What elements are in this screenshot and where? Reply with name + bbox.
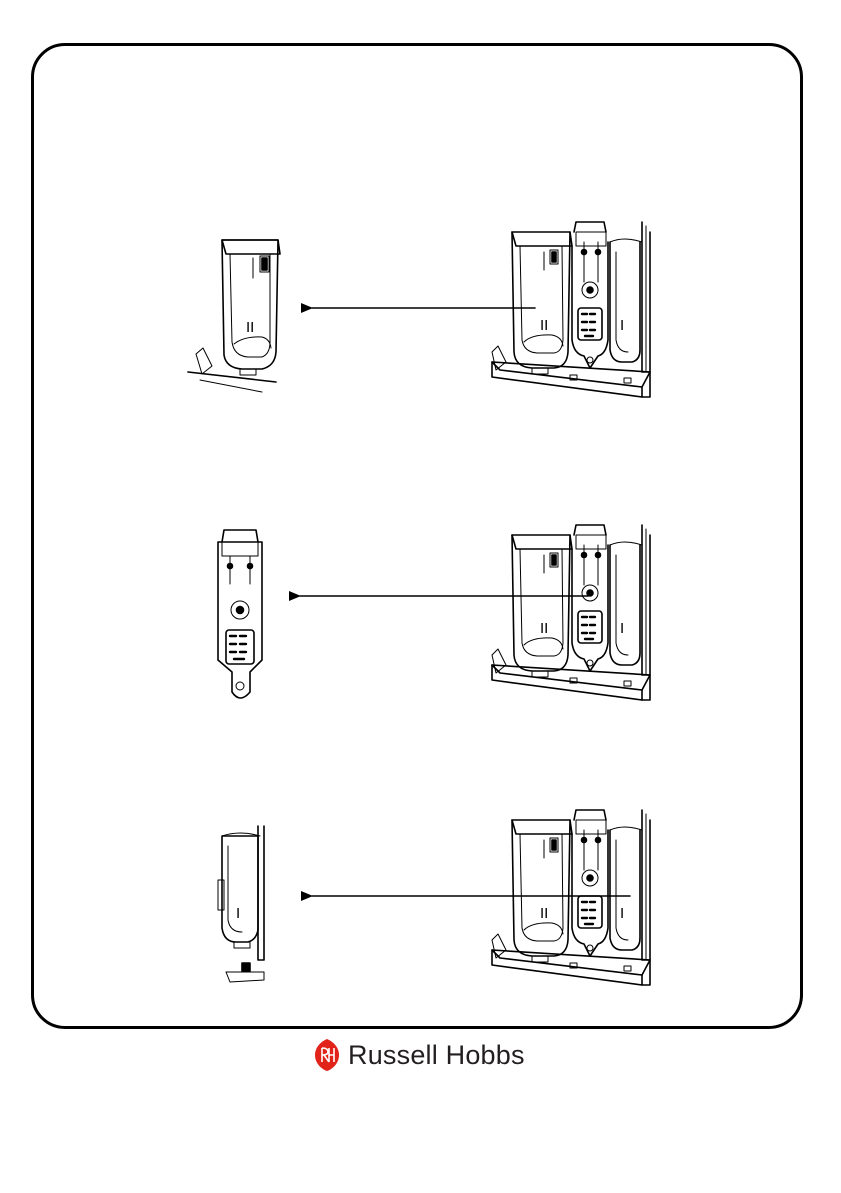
drawer-step-2 (492, 525, 650, 700)
russell-hobbs-logo-icon (314, 1038, 340, 1072)
illustrations: II I (0, 0, 841, 1030)
brand-name: Russell Hobbs (348, 1040, 525, 1071)
removed-insert-compartment-ii: II (188, 240, 280, 392)
removed-insert-centre (218, 530, 262, 698)
removed-insert-compartment-i: I (218, 826, 264, 982)
drawer-step-3 (492, 810, 650, 985)
svg-text:II: II (246, 319, 254, 336)
svg-text:I: I (236, 905, 240, 922)
drawer-step-1 (492, 222, 650, 397)
brand-footer: Russell Hobbs (314, 1038, 525, 1072)
